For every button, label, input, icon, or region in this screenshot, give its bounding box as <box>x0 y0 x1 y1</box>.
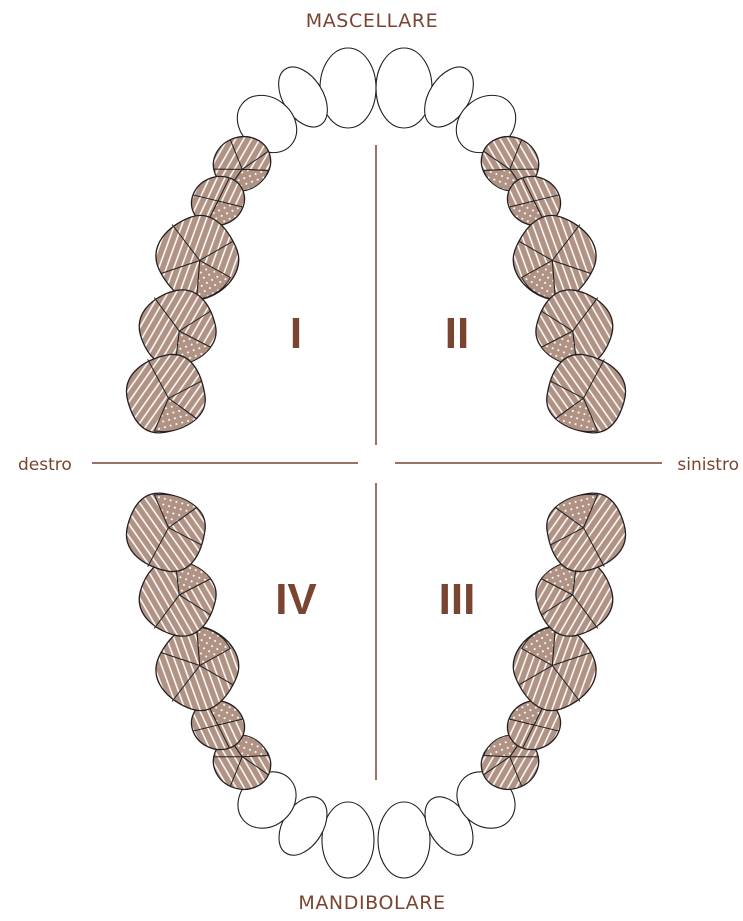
mandible-label: MANDIBOLARE <box>298 892 445 914</box>
quadrant-1-teeth <box>119 129 279 440</box>
molar <box>119 486 212 579</box>
upper-incisor <box>320 48 376 128</box>
right-side-label: destro <box>18 455 72 475</box>
molar <box>119 347 212 440</box>
quadrant-1-label: I <box>290 309 302 358</box>
lower-incisor <box>378 802 430 878</box>
quadrant-3-teeth <box>473 486 633 797</box>
molar <box>540 347 633 440</box>
quadrant-4-label: IV <box>275 575 317 624</box>
quadrant-4-teeth <box>119 486 279 797</box>
quadrant-3-label: III <box>439 575 476 624</box>
left-side-label: sinistro <box>677 455 739 475</box>
upper-incisor <box>376 48 432 128</box>
molar <box>540 486 633 579</box>
quadrant-2-label: II <box>445 309 469 358</box>
maxilla-label: MASCELLARE <box>306 10 439 32</box>
lower-incisor <box>322 802 374 878</box>
quadrant-2-teeth <box>473 129 633 440</box>
